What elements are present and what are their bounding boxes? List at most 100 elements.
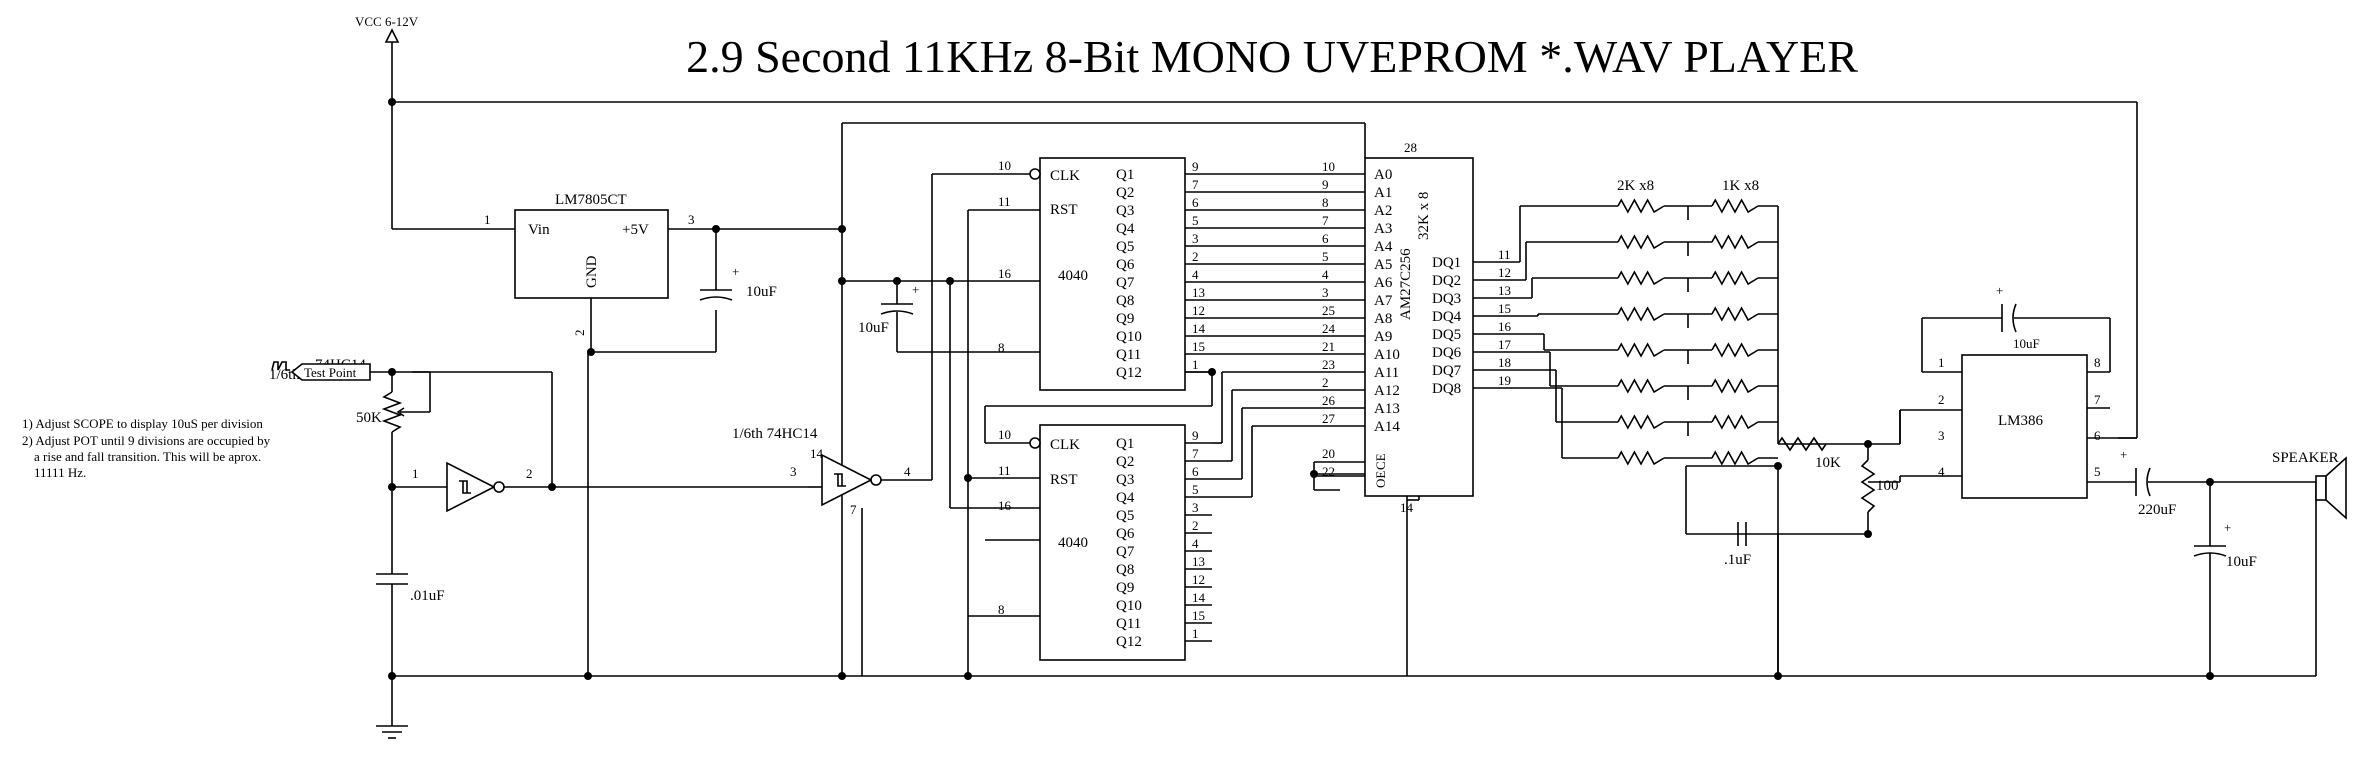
ctr-top-label-q1: Q1: [1116, 167, 1134, 183]
svg-text:16: 16: [998, 498, 1012, 513]
svg-text:OE: OE: [1373, 471, 1388, 488]
ctr-bot-pin-6: 6: [1192, 464, 1199, 479]
eprom-pin-27: 27: [1322, 411, 1336, 426]
svg-text:4040: 4040: [1058, 268, 1088, 284]
svg-text:SPEAKER: SPEAKER: [2272, 450, 2339, 466]
ctr-top-label-q4: Q4: [1116, 221, 1135, 237]
eprom-label-a0: A0: [1374, 167, 1392, 183]
resistor-10k: [1777, 436, 1827, 452]
note-3: a rise and fall transition. This will be…: [34, 449, 261, 464]
eprom-label-a10: A10: [1374, 347, 1400, 363]
ctr-bot-pin-14: 14: [1192, 590, 1206, 605]
svg-text:4: 4: [1938, 464, 1945, 479]
eprom-pin-24: 24: [1322, 321, 1336, 336]
ctr-bot-label-q7: Q7: [1116, 544, 1135, 560]
svg-text:LM7805CT: LM7805CT: [555, 192, 627, 208]
svg-text:32K x 8: 32K x 8: [1416, 192, 1432, 240]
amplifier-lm386: LM386 1 2 3 4 5 6 7 8 + 10uF: [1899, 283, 2137, 499]
eprom-dpin-16: 16: [1498, 319, 1512, 334]
ctr-bot-label-q9: Q9: [1116, 580, 1134, 596]
note-4: 11111 Hz.: [34, 465, 86, 480]
eprom-label-dq2: DQ2: [1432, 273, 1461, 289]
resistor-1k-3: [1711, 270, 1759, 286]
svg-text:14: 14: [1400, 500, 1414, 515]
eprom-dpin-17: 17: [1498, 337, 1512, 352]
resistor-1k-5: [1711, 342, 1759, 358]
pot-50k: [381, 391, 403, 433]
svg-text:10uF: 10uF: [2226, 554, 2257, 570]
eprom-label-a1: A1: [1374, 185, 1392, 201]
schematic-title: 2.9 Second 11KHz 8-Bit MONO UVEPROM *.WA…: [686, 31, 1858, 82]
note-2: 2) Adjust POT until 9 divisions are occu…: [22, 433, 271, 448]
eprom-label-a12: A12: [1374, 383, 1400, 399]
five-volt-rail: [668, 122, 1366, 676]
eprom-label-a6: A6: [1374, 275, 1393, 291]
ctr-bot-pin-9: 9: [1192, 428, 1199, 443]
svg-text:.1uF: .1uF: [1724, 552, 1751, 568]
ctr-top-pin-6: 6: [1192, 195, 1199, 210]
svg-text:11: 11: [998, 194, 1011, 209]
counter-4040-top: CLK RST 4040 10 11 16 8 Q19Q27Q36Q45Q53Q…: [967, 157, 1212, 616]
ctr-bot-pin-3: 3: [1192, 500, 1199, 515]
svg-text:1: 1: [1938, 355, 1945, 370]
ctr-bot-pin-7: 7: [1192, 446, 1199, 461]
svg-text:+: +: [732, 264, 739, 279]
ctr-bot-label-q2: Q2: [1116, 454, 1134, 470]
ctr-bot-pin-15: 15: [1192, 608, 1205, 623]
schmitt-inverter-b-group: 1/6th 74HC14 3 4 14 7: [732, 173, 1040, 517]
svg-text:20: 20: [1322, 446, 1335, 461]
svg-text:+: +: [1996, 283, 2003, 298]
eprom-am27c256: AM27C256 32K x 8 28 14 20 22 CE OE A010A…: [1313, 140, 1512, 515]
ctr-bot-label-q11: Q11: [1116, 616, 1141, 632]
eprom-label-dq3: DQ3: [1432, 291, 1461, 307]
svg-text:22: 22: [1322, 464, 1335, 479]
svg-text:+: +: [2224, 520, 2231, 535]
oscillator: 1/6th 74HC14 1 2 Test Point 50K: [269, 357, 808, 676]
svg-text:4040: 4040: [1058, 535, 1088, 551]
ctr-bot-label-q4: Q4: [1116, 490, 1135, 506]
pulse-icon: [271, 361, 290, 371]
eprom-label-dq4: DQ4: [1432, 309, 1462, 325]
svg-text:+5V: +5V: [622, 222, 649, 238]
eprom-pin-5: 5: [1322, 249, 1329, 264]
resistor-1k-7: [1711, 414, 1759, 430]
vcc-supply: VCC 6-12V: [355, 14, 2138, 439]
svg-text:2K x8: 2K x8: [1617, 178, 1654, 194]
schmitt-inverter-a: [446, 461, 496, 513]
eprom-pin-6: 6: [1322, 231, 1329, 246]
svg-text:LM386: LM386: [1998, 413, 2044, 429]
svg-text:2: 2: [526, 466, 533, 481]
ctr-bot-pin-5: 5: [1192, 482, 1199, 497]
resistor-100: [1860, 459, 1876, 513]
eprom-pin-26: 26: [1322, 393, 1336, 408]
resistor-1k-4: [1711, 306, 1759, 322]
svg-text:CLK: CLK: [1050, 168, 1080, 184]
eprom-pin-10: 10: [1322, 159, 1335, 174]
ctr-bot-label-q10: Q10: [1116, 598, 1142, 614]
ctr-top-pin-14: 14: [1192, 321, 1206, 336]
adjustment-notes: 1) Adjust SCOPE to display 10uS per divi…: [22, 416, 271, 480]
svg-text:7: 7: [850, 502, 857, 517]
ctr-top-label-q7: Q7: [1116, 275, 1135, 291]
svg-text:10uF: 10uF: [858, 320, 889, 336]
svg-text:Test Point: Test Point: [304, 365, 357, 380]
eprom-label-a3: A3: [1374, 221, 1392, 237]
ctr-top-pin-7: 7: [1192, 177, 1199, 192]
svg-text:CE: CE: [1373, 453, 1388, 470]
eprom-dpin-11: 11: [1498, 247, 1511, 262]
ctr-bot-label-q12: Q12: [1116, 634, 1142, 650]
eprom-pin-3: 3: [1322, 285, 1329, 300]
svg-text:Vin: Vin: [528, 222, 550, 238]
ctr-top-pin-13: 13: [1192, 285, 1205, 300]
voltage-regulator: LM7805CT Vin +5V GND 1 3 2 + 10uF: [484, 192, 777, 356]
eprom-pin-9: 9: [1322, 177, 1329, 192]
svg-text:.01uF: .01uF: [410, 588, 445, 604]
svg-text:8: 8: [2094, 355, 2101, 370]
ctr-top-pin-2: 2: [1192, 249, 1199, 264]
svg-text:100: 100: [1876, 478, 1899, 494]
resistor-2k-7: [1617, 414, 1665, 430]
counter-4040-bottom: CLK RST 4040 10 11 16 8 Q19Q27Q36Q45Q53Q…: [964, 368, 1216, 661]
svg-text:8: 8: [998, 602, 1005, 617]
ctr-bot-pin-4: 4: [1192, 536, 1199, 551]
speaker-icon: [2315, 475, 2327, 501]
